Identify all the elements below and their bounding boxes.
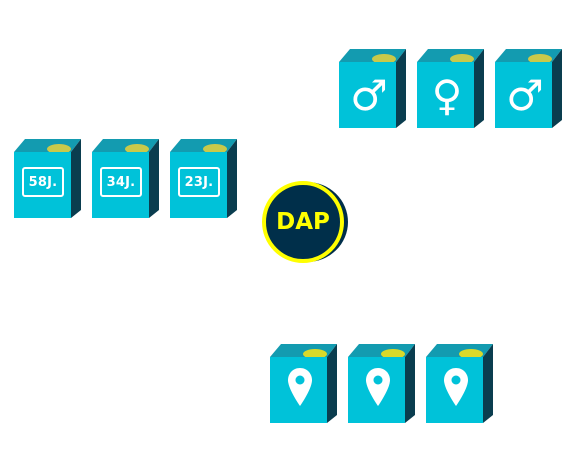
card-box-icon: [495, 49, 562, 128]
card-box-icon: [348, 344, 415, 423]
location-card-1: [269, 337, 339, 427]
location-pin-icon: [444, 368, 468, 406]
gender-card-male-1: ♂: [338, 42, 408, 132]
gender-card-male-2: ♂: [494, 42, 564, 132]
male-icon: ♂: [506, 71, 544, 120]
age-label: 23J.: [184, 174, 214, 190]
age-label: 58J.: [28, 174, 58, 190]
gender-card-female: ♀: [416, 42, 486, 132]
age-badge: 34J.: [100, 167, 142, 197]
age-badge: 23J.: [178, 167, 220, 197]
age-badge: 58J.: [22, 167, 64, 197]
age-card-58: 58J.: [13, 132, 83, 222]
age-label: 34J.: [106, 174, 136, 190]
location-card-2: [347, 337, 417, 427]
location-card-3: [425, 337, 495, 427]
card-box-icon: [339, 49, 406, 128]
age-card-23: 23J.: [169, 132, 239, 222]
location-pin-icon: [288, 368, 312, 406]
age-card-34: 34J.: [91, 132, 161, 222]
center-circle-icon: [262, 181, 348, 263]
dap-center-node: DAP: [262, 180, 350, 264]
card-box-icon: [417, 49, 484, 128]
male-icon: ♂: [350, 71, 388, 120]
center-label: DAP: [276, 209, 330, 235]
female-icon: ♀: [431, 71, 463, 120]
location-pin-icon: [366, 368, 390, 406]
